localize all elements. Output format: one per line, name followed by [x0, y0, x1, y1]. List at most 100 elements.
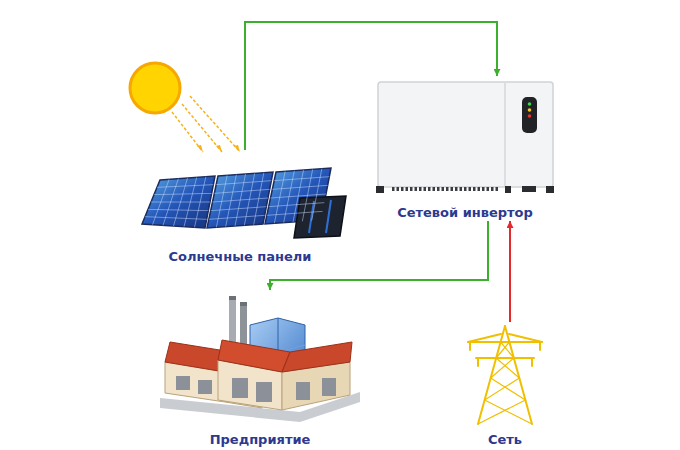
cell-line: [157, 185, 213, 188]
dc-connector: [397, 187, 400, 191]
pylon-brace: [478, 400, 525, 424]
cross-arm: [468, 341, 542, 343]
dc-connector: [451, 187, 454, 191]
pylon-brace: [485, 378, 520, 400]
pylon-brace: [491, 358, 514, 378]
insulator: [531, 358, 533, 366]
power-pylon: [468, 326, 542, 424]
node-label: Солнечные панели: [167, 249, 314, 265]
chimney-top: [229, 296, 236, 300]
panel-back: [294, 196, 346, 238]
dc-connector: [406, 187, 409, 191]
cell-line: [269, 203, 325, 207]
cell-line: [214, 189, 269, 193]
door: [232, 378, 248, 398]
dc-connector: [460, 187, 463, 191]
flow-arrow: [245, 22, 497, 150]
hall-roof: [282, 342, 352, 372]
dc-connector: [469, 187, 472, 191]
sun: [130, 63, 240, 152]
dc-connector: [491, 187, 494, 191]
cell-line: [148, 209, 208, 210]
pylon-leg: [505, 326, 532, 424]
node-label: Предприятие: [208, 432, 313, 448]
cell-line: [154, 193, 212, 194]
dc-connector: [437, 187, 440, 191]
dc-connector: [401, 187, 404, 191]
enterprise-node: Предприятие: [150, 290, 370, 448]
node-label: Сеть: [486, 432, 524, 448]
led: [528, 108, 532, 112]
inverter-foot: [376, 186, 384, 193]
solar-panel-node: Солнечные панели: [130, 150, 350, 265]
inverter-display: [522, 97, 537, 133]
pylon-leg: [478, 326, 505, 424]
dc-connector: [473, 187, 476, 191]
pylon-brace: [491, 378, 526, 400]
dc-connector: [496, 187, 499, 191]
dc-connectors: [392, 187, 498, 191]
ray-head: [234, 145, 240, 152]
insulator: [539, 342, 541, 350]
flow-arrow: [509, 221, 511, 322]
dc-connector: [433, 187, 436, 191]
pylon-brace: [485, 400, 532, 424]
connectors: [245, 22, 510, 322]
grid-node: Сеть: [455, 322, 555, 448]
ac-terminal: [522, 186, 536, 192]
cell-line: [211, 207, 267, 211]
door: [296, 382, 310, 400]
hall-roof: [218, 340, 290, 372]
sun-ray: [182, 104, 222, 152]
chimney-top: [240, 302, 247, 306]
cell-line: [213, 198, 269, 202]
inverter-foot: [505, 186, 511, 193]
pylon-brace: [496, 342, 509, 358]
chimney: [240, 302, 247, 346]
dc-connector: [410, 187, 413, 191]
dc-connector: [442, 187, 445, 191]
panel-rail: [326, 200, 331, 233]
inverter-node: Сетевой инвертор: [370, 76, 560, 221]
cell-line: [145, 217, 207, 220]
ray-head: [216, 145, 222, 152]
led: [528, 102, 532, 106]
sun-disc: [130, 63, 180, 113]
door: [256, 382, 272, 402]
arm-brace: [468, 334, 501, 342]
ray-head: [197, 145, 203, 152]
dc-connector: [455, 187, 458, 191]
door: [198, 380, 212, 394]
chimney: [229, 296, 236, 346]
dc-connector: [487, 187, 490, 191]
dc-connector: [415, 187, 418, 191]
sun-ray: [172, 112, 203, 152]
solar-panels: [142, 168, 346, 238]
cell-line: [216, 181, 271, 185]
cell-line: [209, 215, 265, 219]
pylon-bracing: [478, 342, 532, 424]
door: [176, 376, 190, 390]
insulator: [469, 342, 471, 350]
cell-line: [151, 202, 210, 203]
insulator: [477, 358, 479, 366]
cross-arm: [476, 357, 534, 359]
dc-connector: [419, 187, 422, 191]
dc-connector: [446, 187, 449, 191]
solar-panel: [142, 176, 215, 228]
sun-ray: [190, 96, 240, 152]
door: [322, 378, 336, 396]
inverter-body: [378, 82, 553, 187]
panel-grid: [145, 169, 329, 228]
led: [528, 114, 532, 118]
solar-panel: [207, 172, 273, 228]
cell-line: [267, 211, 323, 215]
cell-line: [271, 194, 327, 198]
inverter: [376, 82, 554, 193]
cell-line: [274, 177, 329, 181]
dc-connector: [464, 187, 467, 191]
